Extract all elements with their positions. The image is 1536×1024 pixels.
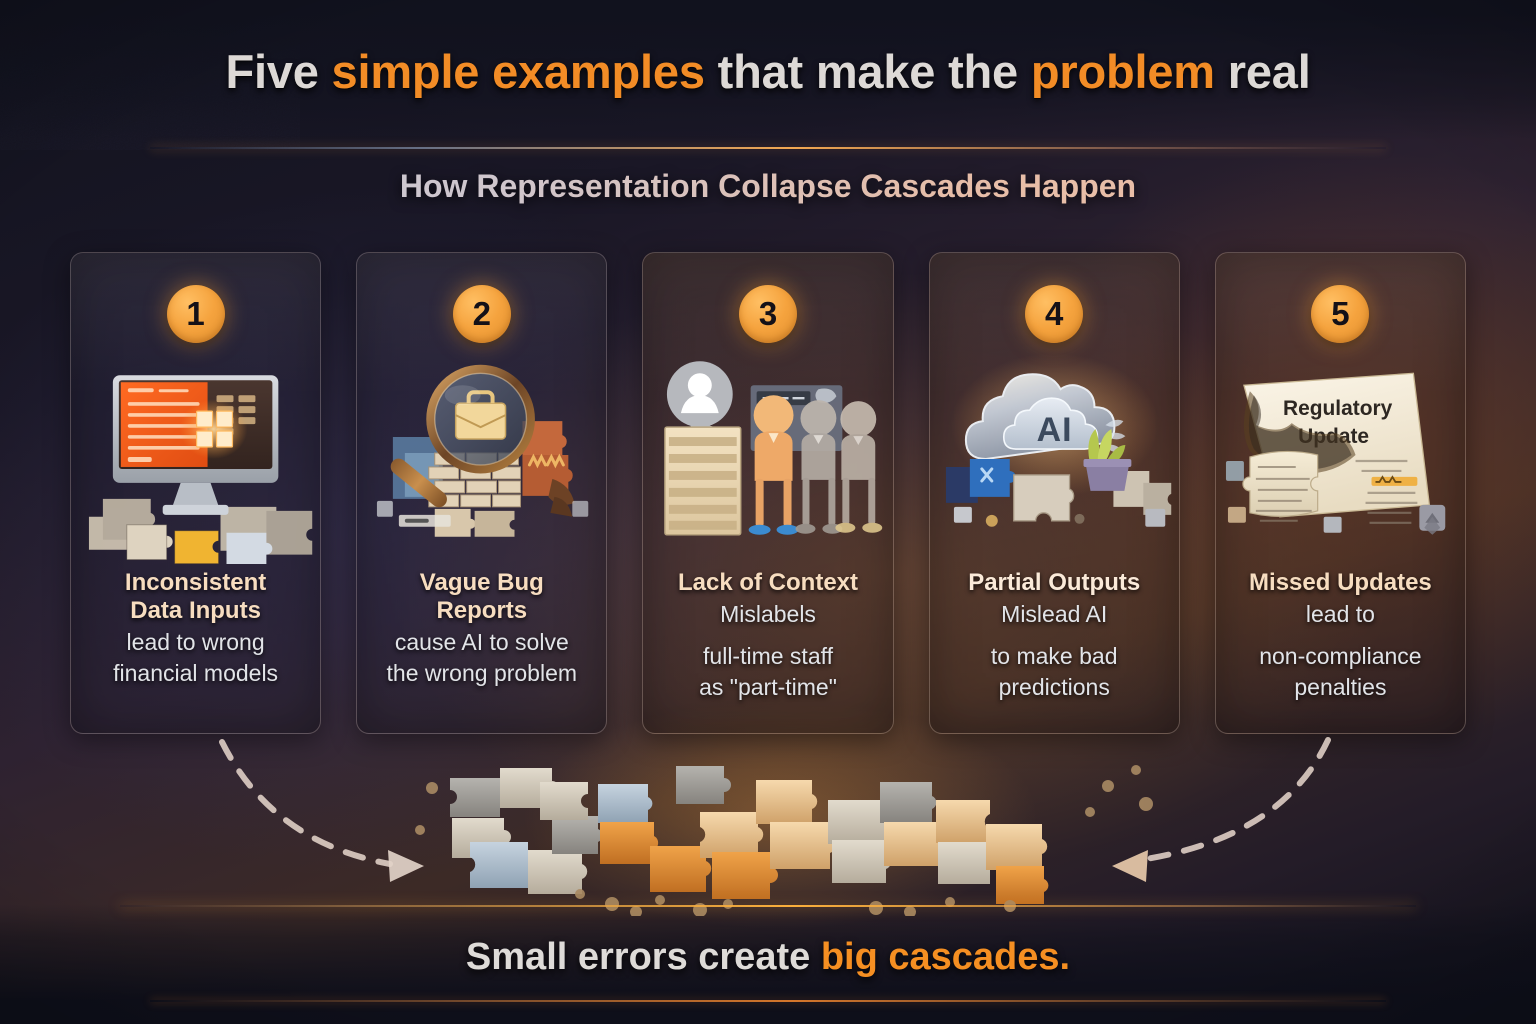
torn-regulatory-document-icon: Regulatory Update <box>1216 349 1465 564</box>
footer-segment-2: big cascades. <box>820 936 1071 978</box>
title-segment-3: that make the <box>704 45 1031 98</box>
footer-segment-1: Small errors create <box>465 936 821 978</box>
card-2-heading-line-1: Vague Bug <box>419 569 544 596</box>
card-5-text: Missed Updates lead to non-compliance pe… <box>1224 569 1457 701</box>
card-1-heading-line-2: Data Inputs <box>130 597 261 625</box>
card-2-body-line-2: the wrong problem <box>386 660 578 687</box>
divider-top <box>150 147 1386 149</box>
dashed-arrow-right-path <box>219 739 393 867</box>
document-title-line-1: Regulatory <box>1283 397 1393 420</box>
card-2-heading-line-2: Reports <box>436 597 528 625</box>
card-1-heading-line-1: Inconsistent <box>124 569 267 596</box>
people-profile-document-icon <box>643 349 892 564</box>
card-5-body-line-1: non-compliance <box>1259 643 1422 670</box>
card-3-number-badge: 3 <box>739 285 797 343</box>
title-segment-1: Five <box>225 45 332 98</box>
card-4-heading-line-1: Partial Outputs <box>968 569 1141 596</box>
card-4-number-badge: 4 <box>1025 285 1084 343</box>
card-2-body-line-1: cause AI to solve <box>394 629 569 656</box>
title-block: Five simple examples that make the probl… <box>0 44 1536 99</box>
dashed-arrow-left <box>1112 850 1148 882</box>
divider-bottom <box>150 1000 1386 1002</box>
cascade-arrows <box>219 737 1331 882</box>
card-5-heading-line-1: Missed Updates <box>1249 569 1432 596</box>
card-4-body-line-1: to make bad <box>990 643 1118 670</box>
page-subtitle: How Representation Collapse Cascades Hap… <box>0 168 1536 205</box>
card-2-vague-bug-reports[interactable]: 2 <box>356 252 608 734</box>
card-4-body-line-2: predictions <box>998 674 1110 701</box>
card-2-number-badge: 2 <box>452 285 511 343</box>
card-5-number-badge: 5 <box>1311 285 1370 343</box>
card-5-missed-updates[interactable]: 5 Regulatory Update <box>1214 252 1467 734</box>
page-title: Five simple examples that make the probl… <box>0 44 1536 99</box>
card-5-body-line-2: penalties <box>1294 674 1387 701</box>
footer-tagline: Small errors create big cascades. <box>0 936 1536 979</box>
card-4-text: Partial Outputs Mislead AI to make bad p… <box>938 569 1171 701</box>
dashed-arrow-right <box>388 850 424 882</box>
card-3-text: Lack of Context Mislabels full-time staf… <box>651 569 884 701</box>
svg-text:AI: AI <box>1036 411 1072 449</box>
card-1-inconsistent-data-inputs[interactable]: 1 <box>70 252 322 734</box>
card-4-partial-outputs[interactable]: 4 <box>928 252 1180 734</box>
card-1-number-badge: 1 <box>166 285 225 343</box>
card-3-heading-line-1: Lack of Context <box>677 569 859 596</box>
ai-cloud-puzzle-icon: AI <box>930 349 1179 564</box>
title-segment-2: simple examples <box>331 45 705 98</box>
dashed-arrow-left-path <box>1137 737 1331 863</box>
card-1-body-line-2: financial models <box>113 660 279 687</box>
magnifier-briefcase-brick-wall-icon <box>357 349 606 564</box>
card-3-heading-line-2: Mislabels <box>720 601 816 628</box>
divider-middle <box>120 905 1416 907</box>
card-5-heading-line-2: lead to <box>1305 601 1375 628</box>
card-3-body-line-1: full-time staff <box>703 643 833 670</box>
card-3-body-line-2: as "part-time" <box>699 674 837 701</box>
card-4-heading-line-2: Mislead AI <box>1001 601 1108 628</box>
card-2-text: Vague Bug Reports cause AI to solve the … <box>365 569 598 687</box>
card-1-body-line-1: lead to wrong <box>126 629 265 656</box>
title-segment-4: problem <box>1030 45 1215 98</box>
card-3-lack-of-context[interactable]: 3 <box>642 252 894 734</box>
title-segment-5: real <box>1214 45 1311 98</box>
cards-row: 1 <box>70 252 1467 734</box>
card-1-text: Inconsistent Data Inputs lead to wrong f… <box>79 569 312 687</box>
desktop-monitor-broken-puzzle-icon <box>71 349 320 564</box>
